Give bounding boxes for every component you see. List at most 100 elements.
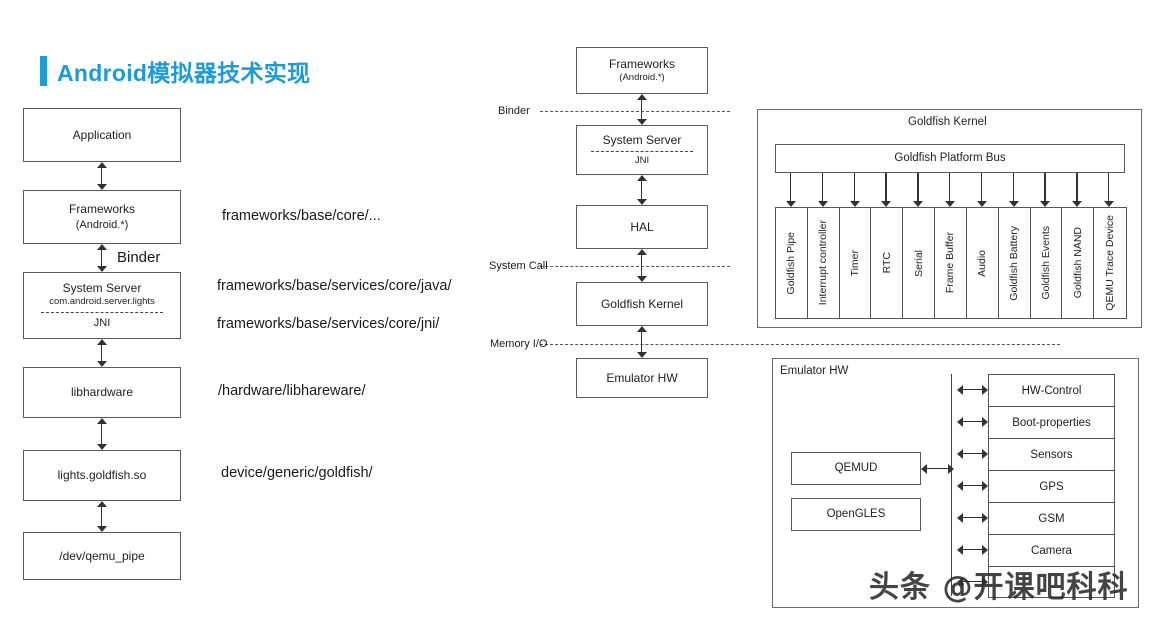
arrow-systemserver-libhardware: [95, 339, 109, 367]
mid-box-frameworks-label: Frameworks: [608, 57, 675, 71]
arrow-libhardware-lights: [95, 418, 109, 450]
left-box-qemu-pipe: /dev/qemu_pipe: [23, 532, 181, 580]
divider-label-system-call: System Call: [489, 260, 548, 272]
goldfish-device-goldfish-pipe: Goldfish Pipe: [776, 208, 808, 318]
path-label-hardware-libhareware: /hardware/libhareware/: [218, 383, 366, 399]
mid-box-system-server: System Server JNI: [576, 125, 708, 175]
left-box-application-label: Application: [72, 127, 132, 142]
goldfish-device-qemu-trace-device: QEMU Trace Device: [1094, 208, 1126, 318]
goldfish-device-goldfish-battery: Goldfish Battery: [998, 208, 1031, 318]
mid-box-hal-label: HAL: [630, 219, 654, 234]
goldfish-device-label: Goldfish Battery: [1008, 225, 1021, 301]
arrow-frameworks-systemserver: [95, 244, 109, 272]
bus-arrow-7: [1007, 173, 1021, 207]
left-box-lights-goldfish-label: lights.goldfish.so: [57, 468, 147, 483]
goldfish-device-label: RTC: [880, 252, 893, 274]
goldfish-device-serial: Serial: [903, 208, 936, 318]
goldfish-device-frame-buffer: Frame Buffer: [935, 208, 967, 318]
goldfish-device-label: QEMU Trace Device: [1104, 215, 1117, 311]
left-box-lights-goldfish: lights.goldfish.so: [23, 450, 181, 501]
goldfish-device-interrupt-controller: Interrupt controller: [807, 208, 840, 318]
emulator-hw-service-unlabeled: [988, 566, 1115, 598]
emulator-hw-service-arrow-6: [957, 575, 988, 589]
goldfish-device-label: Goldfish Events: [1039, 226, 1052, 300]
bus-arrow-3: [879, 173, 893, 207]
emulator-hw-service-boot-properties: Boot-properties: [988, 406, 1115, 438]
mid-box-emulator-hw: Emulator HW: [576, 358, 708, 398]
goldfish-platform-bus: Goldfish Platform Bus: [775, 144, 1125, 173]
emulator-hw-service-camera: Camera: [988, 534, 1115, 566]
goldfish-device-label: Goldfish NAND: [1071, 227, 1084, 299]
divider-label-binder: Binder: [498, 105, 530, 117]
path-label-services-core-jni: frameworks/base/services/core/jni/: [217, 316, 440, 332]
left-box-system-server: System Server com.android.server.lights …: [23, 272, 181, 339]
bus-arrow-8: [1038, 173, 1052, 207]
mid-box-emulator-hw-label: Emulator HW: [606, 370, 678, 385]
mid-box-system-server-divider: [591, 151, 693, 153]
goldfish-device-timer: Timer: [839, 208, 872, 318]
emulator-hw-service-gsm: GSM: [988, 502, 1115, 534]
left-binder-label: Binder: [117, 249, 161, 266]
page-title-text: Android模拟器技术实现: [57, 60, 311, 86]
goldfish-device-label: Audio: [976, 249, 989, 277]
mid-box-system-server-jni: JNI: [634, 155, 650, 167]
emulator-hw-service-hw-control: HW-Control: [988, 374, 1115, 406]
left-box-libhardware-label: libhardware: [70, 385, 134, 400]
emulator-hw-service-arrow-0: [957, 383, 988, 397]
mid-box-frameworks-sublabel: (Android.*): [619, 72, 665, 84]
arrow-mid-systemserver-hal: [635, 175, 649, 205]
mid-box-frameworks: Frameworks (Android.*): [576, 47, 708, 94]
watermark: 头条 @开课吧科科: [869, 570, 1129, 605]
mid-box-goldfish-kernel-label: Goldfish Kernel: [600, 296, 684, 311]
mid-box-system-server-label: System Server: [602, 133, 682, 147]
bus-arrow-6: [975, 173, 989, 207]
emulator-hw-service-arrow-5: [957, 543, 988, 557]
left-box-system-server-divider: [41, 312, 163, 314]
goldfish-device-rtc: RTC: [871, 208, 904, 318]
goldfish-kernel-panel-title: Goldfish Kernel: [908, 116, 987, 128]
goldfish-platform-bus-label: Goldfish Platform Bus: [894, 151, 1006, 164]
arrow-qemud-bus: [921, 462, 954, 476]
divider-label-memory-io: Memory I/O: [490, 338, 548, 350]
bus-arrow-10: [1102, 173, 1116, 207]
emulator-hw-service-arrow-1: [957, 415, 988, 429]
left-box-system-server-package: com.android.server.lights: [49, 296, 155, 308]
left-box-system-server-jni: JNI: [93, 317, 111, 330]
emulator-hw-service-sensors: Sensors: [988, 438, 1115, 470]
path-label-device-generic-goldfish: device/generic/goldfish/: [221, 465, 373, 481]
emulator-hw-box-qemud-label: QEMUD: [834, 461, 878, 474]
arrow-mid-hal-kernel: [635, 249, 649, 282]
goldfish-device-goldfish-events: Goldfish Events: [1030, 208, 1063, 318]
goldfish-device-label: Frame Buffer: [944, 232, 957, 294]
divider-memory-io: [540, 344, 1060, 345]
left-box-frameworks-sublabel: (Android.*): [75, 218, 129, 231]
emulator-hw-box-opengles-label: OpenGLES: [826, 507, 886, 520]
arrow-mid-frameworks-systemserver: [635, 94, 649, 125]
left-box-frameworks-label: Frameworks: [68, 202, 135, 217]
left-box-application: Application: [23, 108, 181, 162]
emulator-hw-box-qemud: QEMUD: [791, 452, 921, 485]
emulator-hw-panel-title: Emulator HW: [780, 365, 849, 377]
left-box-system-server-label: System Server: [62, 281, 142, 296]
arrow-lights-qemupipe: [95, 501, 109, 532]
bus-arrow-5: [943, 173, 957, 207]
divider-binder: [540, 111, 730, 112]
bus-arrow-2: [848, 173, 862, 207]
page-title: Android模拟器技术实现: [40, 54, 310, 88]
arrow-mid-kernel-emulatorhw: [635, 326, 649, 358]
emulator-hw-service-arrow-2: [957, 447, 988, 461]
bus-arrow-4: [911, 173, 925, 207]
goldfish-device-goldfish-nand: Goldfish NAND: [1062, 208, 1095, 318]
emulator-hw-bus-line: [951, 374, 953, 596]
title-accent-bar: [40, 56, 47, 86]
bus-arrow-1: [816, 173, 830, 207]
goldfish-device-label: Serial: [912, 249, 925, 277]
path-label-frameworks-core: frameworks/base/core/...: [222, 208, 381, 224]
mid-box-hal: HAL: [576, 205, 708, 249]
emulator-hw-service-arrow-4: [957, 511, 988, 525]
divider-system-call: [540, 266, 730, 267]
goldfish-device-label: Timer: [849, 249, 862, 277]
mid-box-goldfish-kernel: Goldfish Kernel: [576, 282, 708, 326]
